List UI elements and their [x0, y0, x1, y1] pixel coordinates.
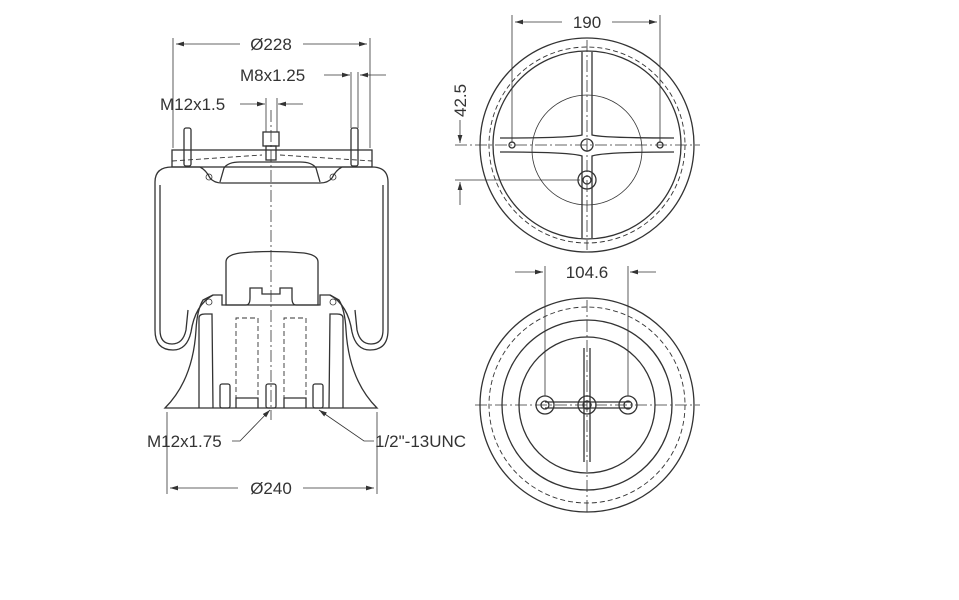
stud-spacing-label: 190 [573, 13, 601, 32]
bottom-diameter-label: Ø240 [250, 479, 292, 498]
air-fitting-thread-label: M8x1.25 [240, 66, 305, 85]
top-stud-right [350, 127, 359, 167]
bottom-outer-thread-label: 1/2"-13UNC [375, 432, 466, 451]
fitting-offset-label: 42.5 [451, 84, 470, 117]
top-plate [171, 149, 373, 168]
top-stud-thread-label: M12x1.5 [160, 95, 225, 114]
top-stud-left [183, 127, 192, 167]
top-diameter-label: Ø228 [250, 35, 292, 54]
side-view: Ø228 M8x1.25 M12x1.5 M12x1.75 1/2"-13UNC… [147, 35, 466, 498]
bottom-center-thread-label: M12x1.75 [147, 432, 222, 451]
bottom-view: 104.6 [475, 263, 700, 513]
top-view: 190 42.5 [451, 13, 700, 253]
bottom-hole-spacing-label: 104.6 [566, 263, 609, 282]
